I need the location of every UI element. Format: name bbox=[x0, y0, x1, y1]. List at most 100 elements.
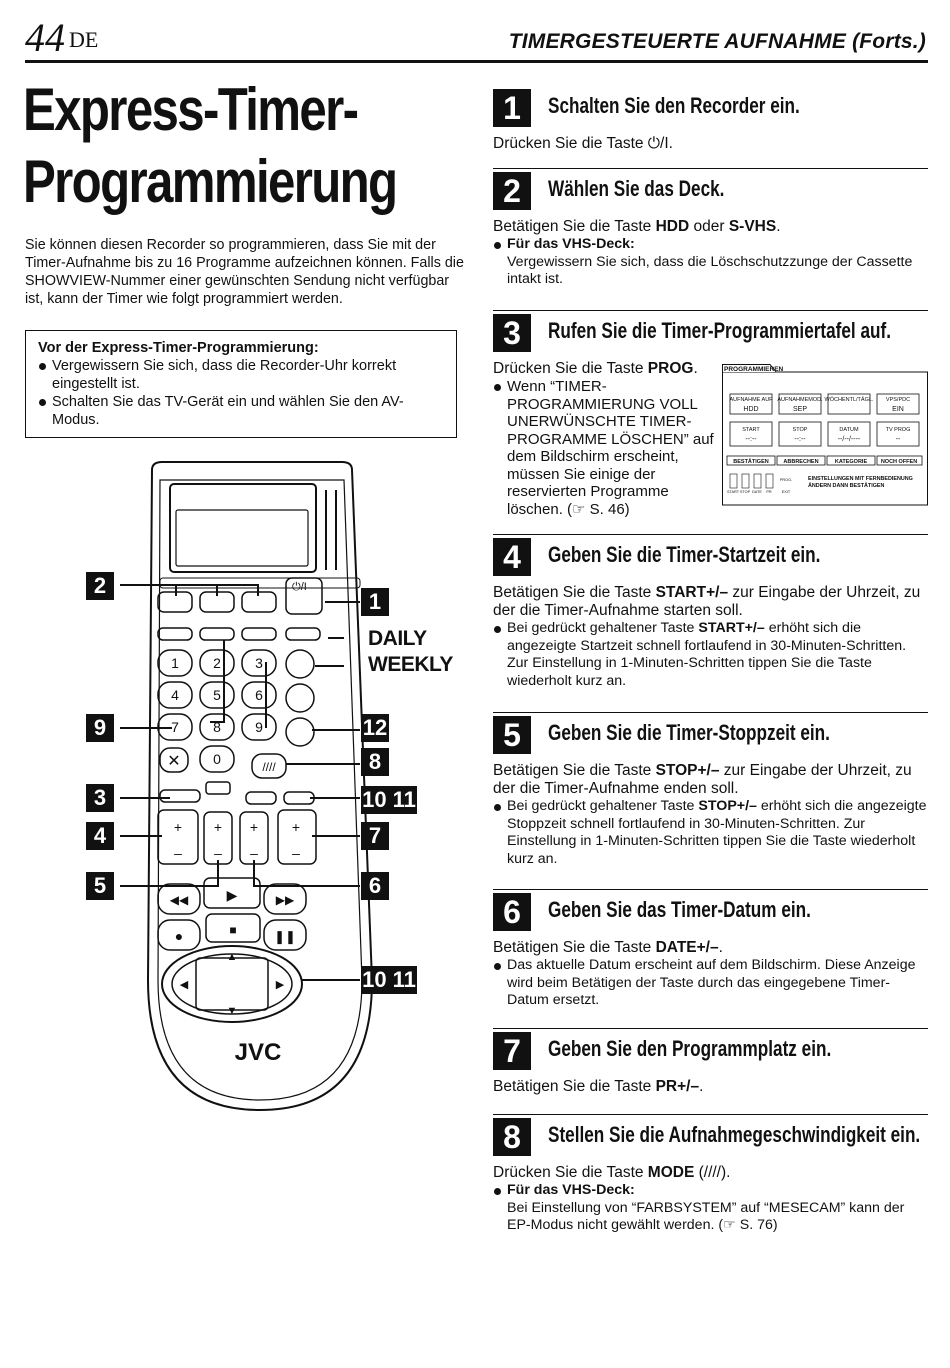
daily-label: DAILY bbox=[368, 627, 427, 650]
keypad-key-0: 0 bbox=[213, 751, 221, 767]
svg-text:–: – bbox=[214, 845, 222, 861]
osd-label: AUFNAHME AUF bbox=[729, 397, 773, 403]
step-5: 5 Geben Sie die Timer-Stoppzeit ein. Bet… bbox=[493, 712, 928, 887]
remote-control-illustration: ⏻/I 1 2 3 4 5 6 7 8 9 0 ✕ //// bbox=[120, 461, 374, 1112]
osd-value: --:-- bbox=[745, 436, 757, 443]
step-heading: Rufen Sie die Timer-Programmiertafel auf… bbox=[548, 318, 891, 343]
step-4: 4 Geben Sie die Timer-Startzeit ein. Bet… bbox=[493, 534, 928, 709]
pause-icon: ❚❚ bbox=[274, 929, 296, 945]
svg-text:+: + bbox=[174, 819, 182, 835]
svg-text:⏻/I: ⏻/I bbox=[292, 581, 307, 593]
step-number: 3 bbox=[493, 314, 531, 352]
step-heading: Geben Sie das Timer-Datum ein. bbox=[548, 897, 811, 922]
step-body: Betätigen Sie die Taste PR+/–. bbox=[493, 1078, 704, 1095]
keypad-key-8: 8 bbox=[213, 719, 221, 735]
step-sub-text: Bei gedrückt gehaltener Taste STOP+/– er… bbox=[493, 798, 928, 868]
keypad-key-1: 1 bbox=[171, 655, 179, 671]
osd-label: WÖCHENTL/TÄGL. bbox=[825, 396, 874, 403]
step-sub-heading: Für das VHS-Deck: bbox=[493, 236, 928, 254]
callout-step-10-11: 10 11 bbox=[361, 786, 417, 814]
step-heading: Stellen Sie die Aufnahmegeschwindigkeit … bbox=[548, 1122, 921, 1147]
step-heading: Geben Sie den Programmplatz ein. bbox=[548, 1036, 832, 1061]
step-sub-text: Vergewissern Sie sich, dass die Löschsch… bbox=[507, 253, 913, 288]
page-title-line1: Express-Timer- bbox=[23, 76, 359, 143]
play-icon: ▶ bbox=[227, 887, 238, 903]
left-arrow-icon: ◀ bbox=[180, 979, 189, 991]
right-arrow-icon: ▶ bbox=[276, 979, 285, 991]
callout-step-7: 7 bbox=[361, 822, 389, 850]
down-arrow-icon: ▼ bbox=[227, 1005, 238, 1017]
brand-logo: JVC bbox=[235, 1039, 282, 1066]
step-heading: Schalten Sie den Recorder ein. bbox=[548, 93, 800, 118]
callout-step-9: 9 bbox=[86, 714, 114, 742]
svg-text:–: – bbox=[250, 845, 258, 861]
callout-step-10-11: 10 11 bbox=[361, 966, 417, 994]
fast-forward-icon: ▶▶ bbox=[276, 893, 295, 907]
step-sub-heading: Für das VHS-Deck: bbox=[493, 1182, 928, 1200]
prerequisite-box: Vor der Express-Timer-Programmierung: Ve… bbox=[25, 330, 457, 438]
step-8: 8 Stellen Sie die Aufnahmegeschwindigkei… bbox=[493, 1114, 928, 1264]
osd-label: STOP bbox=[793, 427, 808, 433]
step-heading: Geben Sie die Timer-Startzeit ein. bbox=[548, 542, 821, 567]
step-number: 1 bbox=[493, 89, 531, 127]
osd-value: HDD bbox=[743, 406, 758, 413]
svg-text:STOP: STOP bbox=[740, 490, 751, 494]
osd-label: AUFNAHMEMOD. bbox=[777, 397, 823, 403]
step-body: Betätigen Sie die Taste HDD oder S-VHS. … bbox=[493, 218, 928, 289]
prerequisite-item: Schalten Sie das TV-Gerät ein und wählen… bbox=[38, 393, 444, 429]
page-title: Express-Timer- Programmierung bbox=[23, 74, 482, 218]
osd-label: VPS/PDC bbox=[886, 397, 910, 403]
keypad-key-2: 2 bbox=[213, 655, 221, 671]
step-number: 6 bbox=[493, 893, 531, 931]
svg-text:EXIT: EXIT bbox=[782, 490, 791, 494]
svg-text:–: – bbox=[174, 845, 182, 861]
callout-step-8: 8 bbox=[361, 748, 389, 776]
osd-confirm-button: BESTÄTIGEN bbox=[733, 458, 768, 465]
svg-text:START: START bbox=[727, 490, 740, 494]
cancel-x-icon: ✕ bbox=[167, 753, 180, 770]
step-number: 4 bbox=[493, 538, 531, 576]
osd-value: -- bbox=[896, 436, 901, 443]
osd-value: --:-- bbox=[794, 436, 806, 443]
step-body: Drücken Sie die Taste MODE (////). Für d… bbox=[493, 1164, 928, 1235]
step-sub-text: Wenn “TIMER-PROGRAMMIERUNG VOLL UNERWÜNS… bbox=[493, 378, 718, 518]
keypad-key-4: 4 bbox=[171, 687, 179, 703]
step-heading: Wählen Sie das Deck. bbox=[548, 176, 725, 201]
keypad-key-3: 3 bbox=[255, 655, 263, 671]
prerequisite-heading: Vor der Express-Timer-Programmierung: bbox=[38, 340, 319, 356]
step-number: 2 bbox=[493, 172, 531, 210]
page-title-line2: Programmierung bbox=[23, 148, 398, 215]
step-sub-text: Bei gedrückt gehaltener Taste START+/– e… bbox=[493, 620, 928, 690]
step-number: 5 bbox=[493, 716, 531, 754]
intro-paragraph: Sie können diesen Recorder so programmie… bbox=[25, 237, 464, 307]
keypad-key-9: 9 bbox=[255, 719, 263, 735]
osd-value: EIN bbox=[892, 406, 904, 413]
header-rule bbox=[25, 60, 928, 63]
timer-programming-screen: PROGRAMMIEREN AUFNAHME AUF AUFNAHMEMOD. … bbox=[722, 364, 928, 506]
step-6: 6 Geben Sie das Timer-Datum ein. Betätig… bbox=[493, 889, 928, 1024]
running-title: TIMERGESTEUERTE AUFNAHME (Forts.) bbox=[508, 30, 926, 53]
prerequisite-item: Vergewissern Sie sich, dass die Recorder… bbox=[38, 357, 444, 393]
step-body: Drücken Sie die Taste PROG. Wenn “TIMER-… bbox=[493, 360, 718, 518]
svg-text:PR: PR bbox=[766, 490, 772, 494]
keypad-key-5: 5 bbox=[213, 687, 221, 703]
osd-note: EINSTELLUNGEN MIT FERNBEDIENUNG bbox=[808, 476, 913, 482]
osd-note: ÄNDERN DANN BESTÄTIGEN bbox=[808, 482, 884, 489]
osd-pending-button: NOCH OFFEN bbox=[881, 459, 917, 465]
step-sub-text: Bei Einstellung von “FARBSYSTEM” auf “ME… bbox=[507, 1199, 905, 1234]
step-3: 3 Rufen Sie die Timer-Programmiertafel a… bbox=[493, 310, 928, 530]
callout-step-3: 3 bbox=[86, 784, 114, 812]
svg-text:+: + bbox=[214, 819, 222, 835]
callout-step-2: 2 bbox=[86, 572, 114, 600]
osd-value: --/--/---- bbox=[838, 436, 861, 443]
osd-label: TV PROG bbox=[886, 427, 911, 433]
step-body: Drücken Sie die Taste ⏻/I. bbox=[493, 135, 673, 152]
osd-value: SEP bbox=[793, 406, 807, 413]
rewind-icon: ◀◀ bbox=[170, 893, 189, 907]
up-arrow-icon: ▲ bbox=[227, 951, 238, 963]
step-2: 2 Wählen Sie das Deck. Betätigen Sie die… bbox=[493, 168, 928, 308]
step-heading: Geben Sie die Timer-Stoppzeit ein. bbox=[548, 720, 830, 745]
osd-label: DATUM bbox=[839, 427, 859, 433]
language-code: DE bbox=[69, 27, 99, 52]
